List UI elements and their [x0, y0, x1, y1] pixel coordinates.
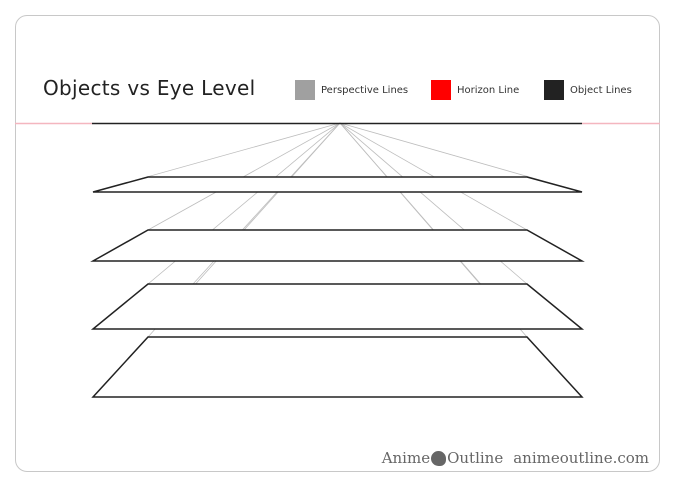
legend-swatch [431, 80, 451, 100]
legend-label: Perspective Lines [321, 84, 409, 96]
legend-horizon-line: Horizon Line [431, 80, 519, 100]
brand-text: Outline [447, 449, 504, 467]
plane-3 [90, 283, 585, 330]
plane-1 [92, 176, 583, 193]
legend-object-lines: Object Lines [544, 80, 632, 100]
brand-head-icon [431, 450, 447, 466]
legend-label: Horizon Line [457, 84, 520, 96]
plane-4 [91, 336, 584, 398]
diagram-title: Objects vs Eye Level [43, 76, 256, 100]
diagram-card [15, 15, 660, 472]
footer-branding: Anime Outline animeoutline.com [382, 449, 649, 467]
legend-swatch [295, 80, 315, 100]
object-planes [90, 176, 585, 398]
site-url: animeoutline.com [513, 449, 649, 467]
plane-2 [90, 229, 585, 262]
legend-swatch [544, 80, 564, 100]
legend-perspective-lines: Perspective Lines [295, 80, 408, 100]
brand-text: Anime [381, 449, 431, 467]
legend-label: Object Lines [570, 84, 632, 96]
